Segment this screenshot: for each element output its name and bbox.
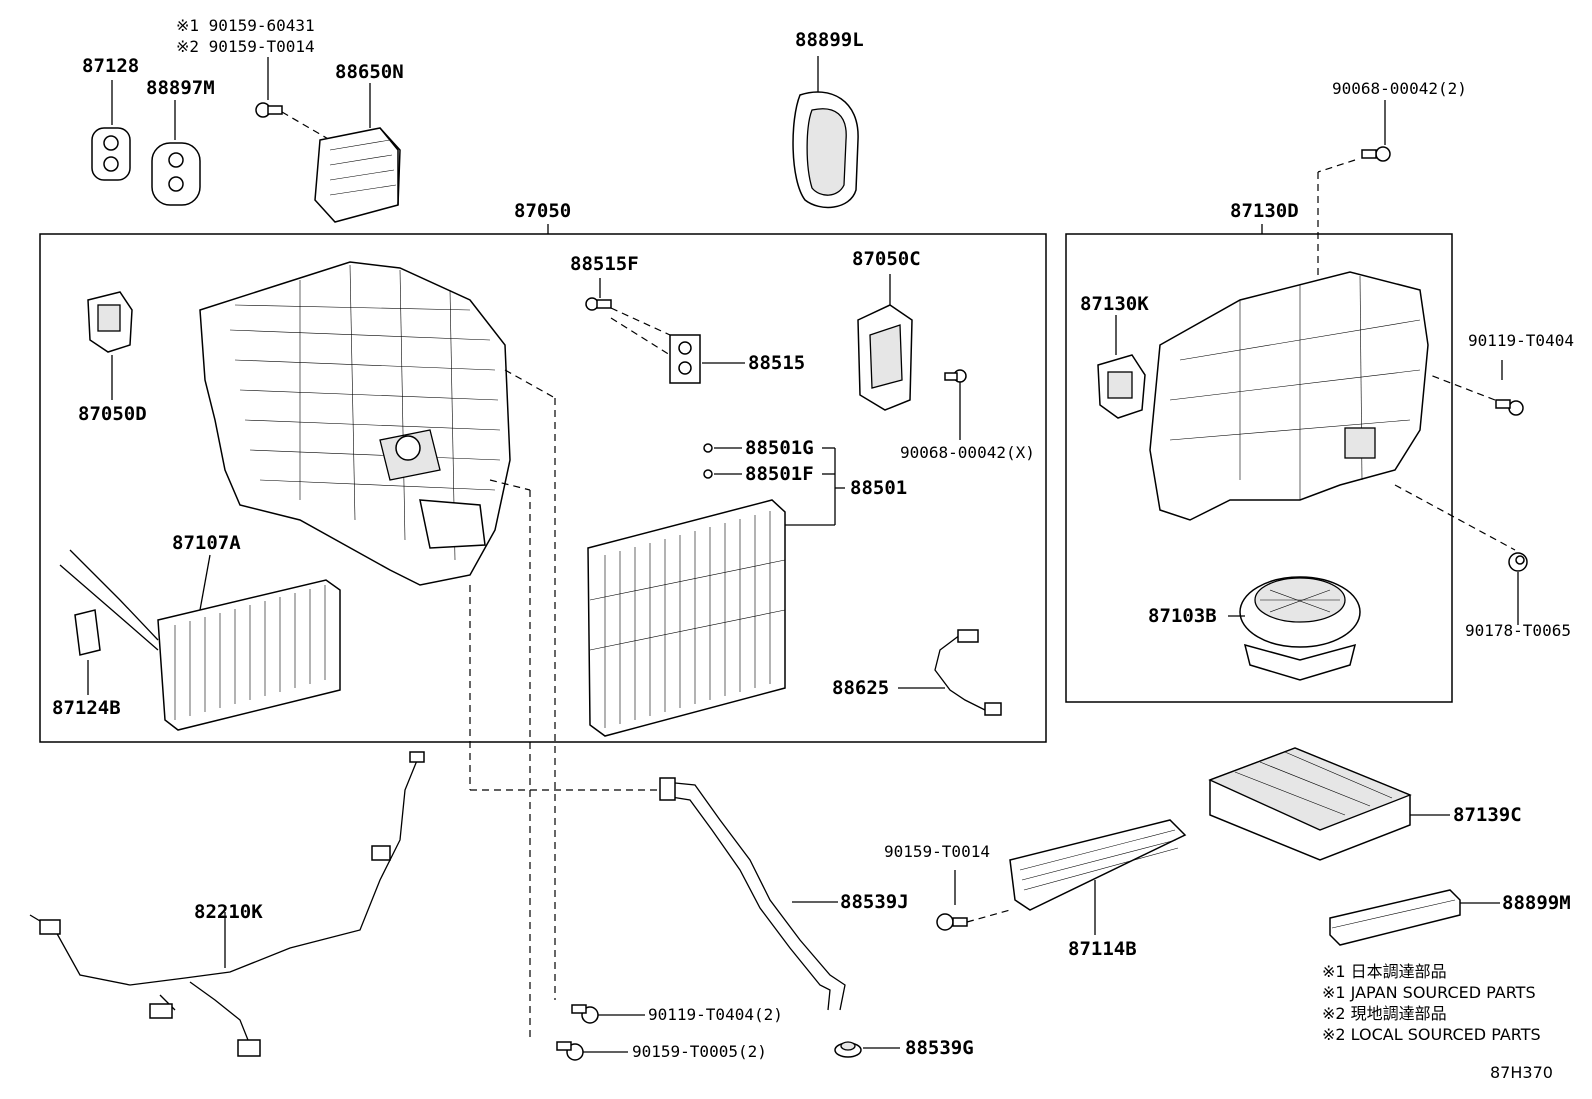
label-87103B[interactable]: 87103B	[1148, 605, 1217, 627]
blower-motor-87103B[interactable]	[1228, 576, 1361, 681]
label-90159-T0014[interactable]: 90159-T0014	[884, 842, 990, 861]
label-88515[interactable]: 88515	[748, 352, 805, 374]
label-88501G[interactable]: 88501G	[745, 437, 814, 459]
label-87124B[interactable]: 87124B	[52, 697, 121, 719]
label-88539J[interactable]: 88539J	[840, 891, 909, 913]
valve-88515[interactable]	[669, 334, 745, 384]
actuator-87050D[interactable]	[87, 291, 133, 400]
screw-88515F[interactable]	[585, 278, 671, 356]
actuator-87130K[interactable]	[1097, 315, 1146, 419]
o-ring-88501G[interactable]	[703, 443, 713, 453]
filter-87114B[interactable]	[1009, 819, 1187, 935]
label-90119-T0404[interactable]: 90119-T0404	[1468, 331, 1574, 350]
label-90119-T0404-2[interactable]: 90119-T0404(2)	[648, 1005, 783, 1024]
label-87130D[interactable]: 87130D	[1230, 200, 1299, 222]
label-90068-00042-2[interactable]: 90068-00042(2)	[1332, 79, 1467, 98]
label-88501[interactable]: 88501	[850, 477, 907, 499]
legend-line-3: ※2 現地調達部品	[1322, 1004, 1447, 1023]
screw-90068-00042-2[interactable]	[1317, 100, 1391, 430]
screw-90159-T0014[interactable]	[936, 870, 1011, 931]
actuator-87050C[interactable]	[857, 274, 913, 411]
group-box-87130D	[1065, 233, 1453, 703]
label-87050C[interactable]: 87050C	[852, 248, 921, 270]
screw-90119-T0404[interactable]	[1429, 374, 1524, 416]
legend-line-4: ※2 LOCAL SOURCED PARTS	[1322, 1025, 1541, 1044]
diagram-id: 87H370	[1490, 1063, 1553, 1082]
label-88515F[interactable]: 88515F	[570, 253, 639, 275]
label-90159-60431[interactable]: ※1 90159-60431	[176, 16, 315, 35]
hvac-case[interactable]	[199, 261, 511, 586]
label-88899L[interactable]: 88899L	[795, 29, 864, 51]
label-88899M[interactable]: 88899M	[1502, 892, 1571, 914]
module-88650N[interactable]	[314, 83, 401, 223]
group-box-87050	[39, 233, 1047, 743]
label-88501F[interactable]: 88501F	[745, 463, 814, 485]
label-87107A[interactable]: 87107A	[172, 532, 241, 554]
grommet-88897M[interactable]	[151, 100, 201, 206]
blower-case-87130D[interactable]	[1149, 271, 1429, 521]
label-87050D[interactable]: 87050D	[78, 403, 147, 425]
label-87139C[interactable]: 87139C	[1453, 804, 1522, 826]
grommet-88539G[interactable]	[834, 1041, 900, 1058]
label-87130K[interactable]: 87130K	[1080, 293, 1149, 315]
label-87114B[interactable]: 87114B	[1068, 938, 1137, 960]
sensor-88625[interactable]	[898, 629, 1002, 716]
panel-88899M[interactable]	[1329, 889, 1500, 946]
label-90159-T0005-2[interactable]: 90159-T0005(2)	[632, 1042, 767, 1061]
label-82210K[interactable]: 82210K	[194, 901, 263, 923]
label-90178-T0065[interactable]: 90178-T0065	[1465, 621, 1571, 640]
cover-88899L[interactable]	[792, 56, 859, 209]
cabin-filter-87139C[interactable]	[1208, 747, 1450, 861]
clip-87124B[interactable]	[74, 609, 101, 695]
label-88625[interactable]: 88625	[832, 677, 889, 699]
legend-line-2: ※1 JAPAN SOURCED PARTS	[1322, 983, 1536, 1002]
nut-90178-T0065[interactable]	[1508, 552, 1528, 625]
grommet-87128[interactable]	[91, 80, 131, 181]
heater-core-87107A[interactable]	[59, 549, 341, 731]
o-ring-88501F[interactable]	[703, 469, 713, 479]
screw-90159-T0005-2[interactable]	[556, 1041, 628, 1061]
screw-90119-T0404-2[interactable]	[571, 1004, 645, 1024]
screw-90159-60431[interactable]	[255, 57, 331, 141]
harness-82210K[interactable]	[29, 751, 425, 1057]
screw-90068-00042-X[interactable]	[944, 369, 967, 440]
label-87128[interactable]: 87128	[82, 55, 139, 77]
drain-hose-88539J[interactable]	[659, 777, 846, 1011]
label-88897M[interactable]: 88897M	[146, 77, 215, 99]
label-88650N[interactable]: 88650N	[335, 61, 404, 83]
label-90068-00042-X[interactable]: 90068-00042(X)	[900, 443, 1035, 462]
label-87050[interactable]: 87050	[514, 200, 571, 222]
label-90159-T0014-top[interactable]: ※2 90159-T0014	[176, 37, 315, 56]
evaporator-88501[interactable]	[587, 499, 786, 737]
label-88539G[interactable]: 88539G	[905, 1037, 974, 1059]
legend-line-1: ※1 日本調達部品	[1322, 962, 1447, 981]
